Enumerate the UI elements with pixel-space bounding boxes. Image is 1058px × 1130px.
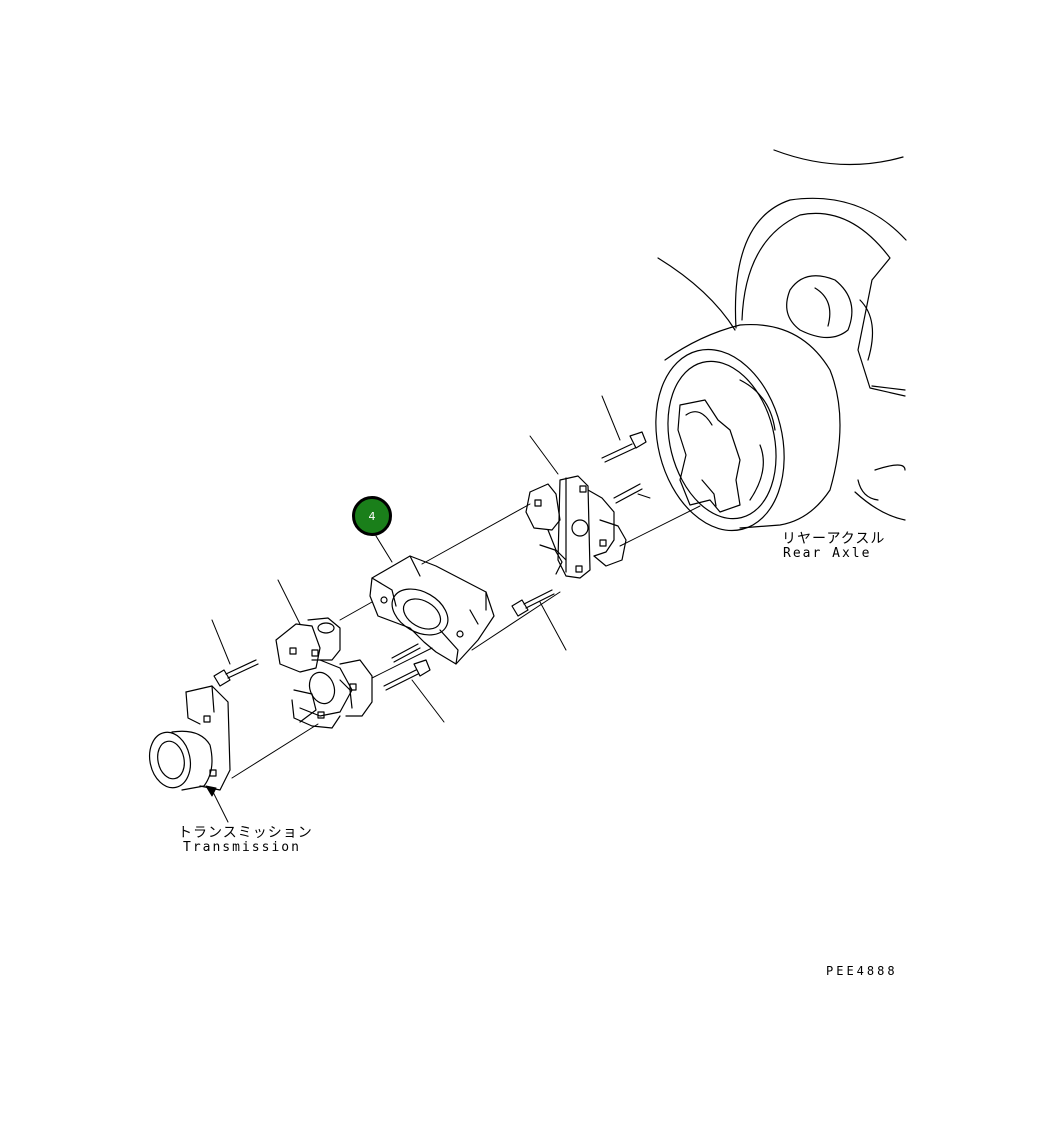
leader-lines [205,395,701,823]
callout-4-badge[interactable]: 4 [352,496,392,536]
callout-4-number: 4 [368,509,376,523]
slip-yoke [369,555,495,665]
rear-axle-housing [655,149,907,532]
transmission-label-jp: トランスミッション [178,825,313,841]
rear-universal-joint [525,475,627,579]
transmission-flange-yoke [148,685,231,791]
drawing-code: PEE4888 [826,964,898,978]
rear-axle-label-en: Rear Axle [783,546,872,561]
rear-axle-label-jp: リヤーアクスル [782,531,886,547]
transmission-label-en: Transmission [183,840,301,855]
front-universal-joint [275,617,373,729]
bolts [213,431,647,691]
